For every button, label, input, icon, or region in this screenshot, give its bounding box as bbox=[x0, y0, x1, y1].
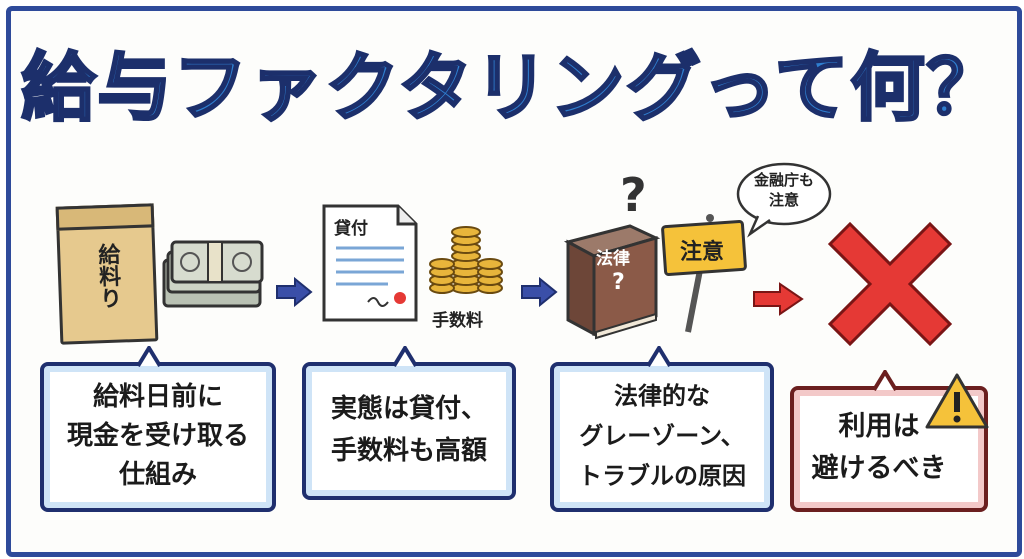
explanation-bubble-3: 法律的な グレーゾーン、 トラブルの原因 bbox=[550, 362, 774, 512]
book-label: 法律 bbox=[596, 249, 630, 269]
bubble-2-text: 実態は貸付、 手数料も高額 bbox=[330, 394, 487, 466]
fsa-bubble-text: 金融庁も 注意 bbox=[753, 171, 814, 209]
envelope-icon: 給料り bbox=[55, 203, 159, 345]
explanation-bubble-1: 給料日前に 現金を受け取る 仕組み bbox=[40, 362, 276, 512]
flow-arrow-red bbox=[752, 282, 804, 316]
document-label: 貸付 bbox=[334, 219, 368, 239]
conclusion-text: 利用は 避けるべき bbox=[811, 411, 947, 484]
fsa-bubble-shape bbox=[736, 162, 832, 238]
bubble-3-text: 法律的な グレーゾーン、 トラブルの原因 bbox=[578, 382, 746, 490]
coins-icon bbox=[429, 226, 503, 294]
warning-icon bbox=[925, 373, 989, 429]
cash-stack-icon bbox=[162, 240, 264, 308]
bubble-1-text: 給料日前に 現金を受け取る 仕組み bbox=[66, 382, 249, 490]
question-icon: ? bbox=[620, 168, 647, 222]
flow-arrow-2 bbox=[520, 277, 558, 307]
page-title: 給与ファクタリングって何？ bbox=[20, 44, 1003, 133]
document-icon bbox=[322, 204, 418, 322]
book-question-icon: ? bbox=[612, 270, 625, 295]
fee-label: 手数料 bbox=[432, 311, 483, 331]
law-book-icon bbox=[563, 224, 661, 340]
bubble-2-tail bbox=[392, 346, 418, 368]
conclusion-bubble-tail bbox=[872, 370, 898, 392]
caution-sign-label: 注意 bbox=[680, 240, 725, 265]
caution-sign-icon bbox=[661, 214, 747, 333]
flow-arrow-1 bbox=[275, 277, 313, 307]
explanation-bubble-2: 実態は貸付、 手数料も高額 bbox=[302, 362, 516, 500]
bubble-1-tail bbox=[136, 346, 162, 368]
cross-icon bbox=[827, 221, 953, 347]
envelope-label: 給料り bbox=[93, 242, 122, 310]
bubble-3-tail bbox=[646, 346, 672, 368]
envelope-flap bbox=[55, 203, 155, 231]
